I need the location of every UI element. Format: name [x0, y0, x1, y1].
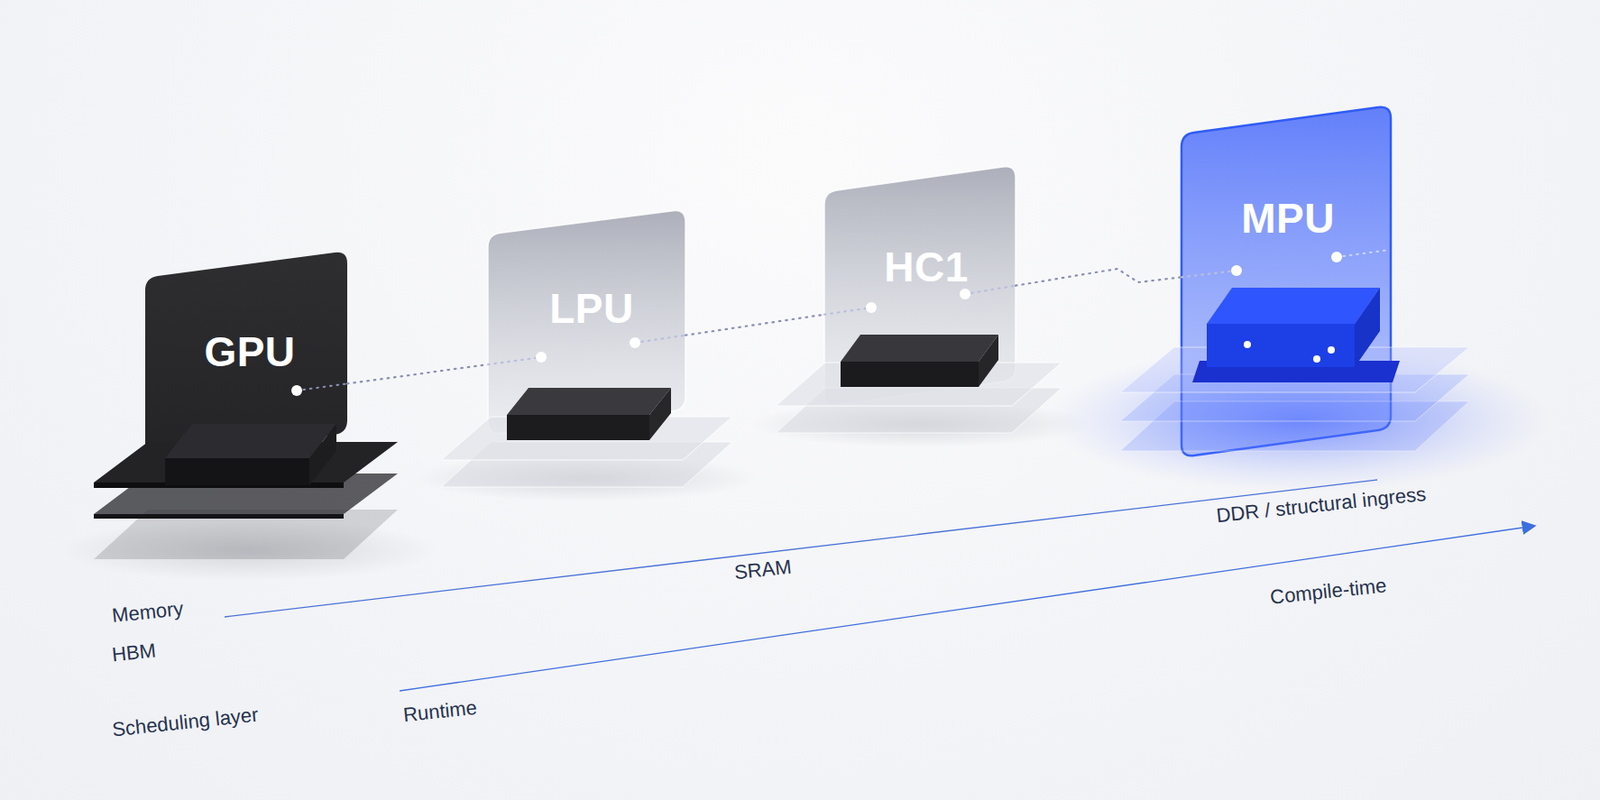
anchor-dot — [291, 385, 303, 396]
memory-axis-line — [224, 479, 1378, 617]
gpu-panel: GPU — [145, 250, 348, 460]
chip-top — [506, 387, 672, 415]
anchor-dot — [535, 351, 547, 363]
hc1-panel: HC1 — [824, 165, 1016, 407]
anchor-dot — [865, 302, 877, 313]
chip-front — [840, 361, 979, 387]
mpu-panel: MPU — [1181, 105, 1391, 458]
anchor-dot — [959, 288, 971, 300]
mpu-chip — [1120, 287, 1470, 451]
chip-plate — [775, 362, 1062, 406]
chip-name: HC1 — [883, 246, 969, 288]
chip-plate — [93, 509, 398, 560]
axis-value: HBM — [110, 639, 157, 667]
lpu-panel: LPU — [487, 209, 686, 435]
anchor-dot — [629, 337, 641, 349]
panel-outline — [824, 166, 1016, 406]
chip-top — [840, 334, 999, 362]
chip-top — [165, 423, 337, 459]
panel-outline — [1181, 107, 1391, 457]
dotted-lead — [965, 285, 1016, 295]
axis-title: Scheduling layer — [110, 703, 259, 742]
axis-value: SRAM — [733, 555, 793, 585]
axis-value: Runtime — [402, 696, 479, 727]
chip-name: MPU — [1241, 197, 1335, 240]
panel-outline — [145, 252, 348, 460]
anchor-dot — [1331, 251, 1343, 263]
chip-plate-edge — [93, 514, 344, 519]
blue-glow — [1046, 347, 1552, 492]
dotted-connector — [685, 314, 825, 336]
dotted-connector — [1015, 268, 1182, 286]
dotted-lead — [296, 383, 348, 391]
chip-name: LPU — [549, 287, 635, 330]
chip-dot — [1243, 340, 1251, 349]
hc1-chip — [775, 334, 1062, 433]
chip-front — [506, 414, 650, 441]
chip-dot — [1313, 355, 1321, 363]
dotted-lead — [1181, 270, 1237, 277]
scheduling-axis-arrow — [399, 525, 1536, 691]
lpu-chip — [441, 387, 733, 488]
gpu-chip — [93, 423, 398, 560]
chip-side — [978, 334, 999, 387]
chip-name: GPU — [203, 331, 295, 373]
axis-value: Compile-time — [1268, 574, 1389, 610]
dotted-connector — [347, 364, 488, 384]
panel-shape — [1181, 105, 1391, 458]
chip-front — [165, 458, 310, 486]
dotted-lead — [824, 307, 872, 315]
panel-outline — [487, 211, 686, 434]
dotted-trail — [1336, 249, 1390, 258]
axis-title: Memory — [110, 597, 185, 627]
chip-front — [1206, 323, 1355, 368]
chip-top — [1206, 287, 1380, 324]
anchor-dot — [1231, 265, 1242, 276]
chip-side — [309, 423, 337, 486]
chip-dot — [1327, 346, 1335, 354]
dotted-lead — [634, 335, 686, 343]
dotted-lead — [487, 357, 542, 365]
chip-side — [649, 387, 672, 441]
chip-side — [1354, 287, 1380, 368]
